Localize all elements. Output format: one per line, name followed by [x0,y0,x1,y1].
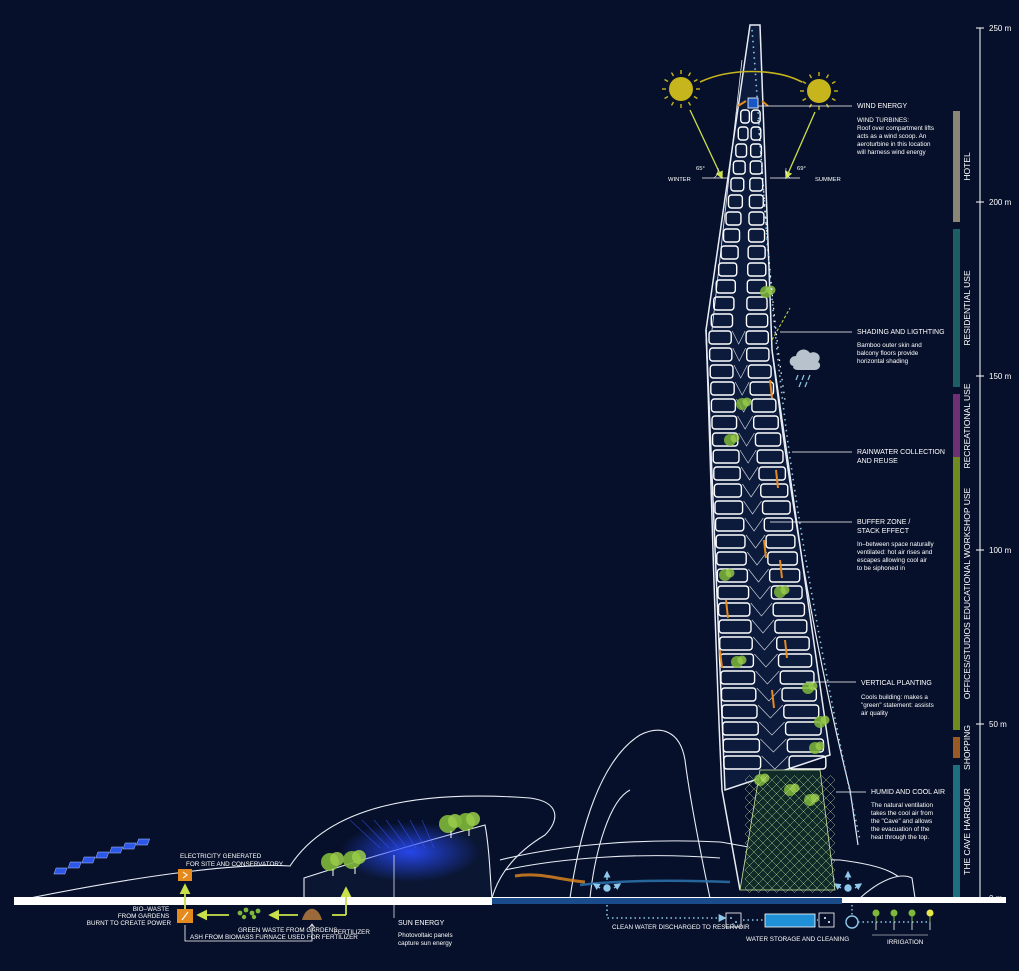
tower-elevation [705,24,859,893]
annotation-vertical-planting: VERTICAL PLANTING Cools building: makes … [861,680,935,717]
shading-title: SHADING AND LIGTHTING [857,329,945,336]
irrigation-label: IRRIGATION [887,939,924,946]
green-waste-label: GREEN WASTE FROM GARDENS [238,927,337,934]
annotation-leaders [758,105,866,793]
filter-icon [725,912,742,928]
clean-water-label: CLEAN WATER DISCHARGED TO RESERVOIR [612,924,750,931]
sun-path-diagram: WINTER 65° SUMMER 69° [662,70,841,183]
biomass-cycle: ELECTRICITY GENERATED FOR SITE AND CONSE… [87,853,370,942]
green-waste-icon [237,907,261,920]
vertical-planting-title: VERTICAL PLANTING [861,680,932,687]
cave-lattice [744,775,836,893]
winter-ray-arrow [689,109,723,180]
zone-band [953,737,960,758]
zone-band [953,457,960,730]
water-storage-label: WATER STORAGE AND CLEANING [746,936,849,943]
zone-band [953,765,960,898]
fertilizer-label: FERTILIZER [334,929,370,936]
vertical-planting-body: Cools building: makes a "green" statemen… [861,694,935,717]
reservoir-channel [492,898,842,904]
tower-planting [719,285,830,806]
annotation-buffer-zone: BUFFER ZONE / STACK EFFECT In–between sp… [857,519,935,572]
humid-air-title: HUMID AND COOL AIR [871,789,945,796]
irrigation-plants [872,909,934,930]
pv-glow [340,822,480,882]
generator-icon [178,869,192,881]
sun-arc [699,70,803,83]
rainwater-title: RAINWATER COLLECTION AND REUSE [857,449,947,465]
scale-tick-label: 50 m [989,720,1007,729]
biowaste-label: BIO–WASTE FROM GARDENS BURNT TO CREATE P… [87,906,172,927]
zone-label: SHOPPING [962,725,972,770]
electricity-label: ELECTRICITY GENERATED FOR SITE AND CONSE… [180,853,284,868]
sun-energy-body: Photovoltaic panels capture sun energy [398,932,454,947]
zone-band [953,229,960,387]
summer-angle-label: 69° [797,166,806,172]
ground-slab [14,897,492,905]
zone-label: OFFICES/STUDIOS EDUCATIONAL WORKSHOP USE [962,487,972,699]
humid-air-body: The natural ventilation takes the cool a… [871,802,935,841]
summer-sun-icon [800,72,838,110]
zone-label: RESIDENTIAL USE [962,270,972,346]
cave-airflow-icon [833,870,863,892]
water-tank-icon [764,913,816,928]
zone-label: RECREATIONAL USE [962,383,972,468]
shading-body: Bamboo outer skin and balcony floors pro… [857,342,924,365]
ground-trees [321,812,480,876]
winter-angle-label: 65° [696,166,705,172]
fan-icon [592,870,622,892]
cleaning-icon [818,912,835,928]
scale-tick-label: 200 m [989,198,1012,207]
wind-energy-body: WIND TURBINES: Roof over compartment lif… [856,117,936,156]
zone-band [953,111,960,222]
winter-sun-icon [662,70,700,108]
sun-energy-title: SUN ENERGY [398,920,445,927]
winter-label: WINTER [668,177,691,183]
zone-bands: HOTEL RESIDENTIAL USE RECREATIONAL USE OFFI… [953,111,972,898]
summer-label: SUMMER [815,177,841,183]
water-cycle: CLEAN WATER DISCHARGED TO RESERVOIR WATE… [606,905,934,946]
buffer-zone-body: In–between space naturally ventilated: h… [857,541,935,572]
scale-tick-label: 100 m [989,546,1012,555]
wind-turbine-icon [747,97,759,109]
pump-icon [845,915,859,929]
annotation-rainwater: RAINWATER COLLECTION AND REUSE [857,449,947,465]
annotation-humid-air: HUMID AND COOL AIR The natural ventilati… [871,789,945,841]
scale-tick-label: 250 m [989,24,1012,33]
zone-label: HOTEL [962,152,972,181]
zone-band [953,394,960,458]
tower-floor-modules [708,109,827,770]
summer-ray-arrow [785,111,816,180]
rain-cloud-icon [789,349,821,388]
rainwater-dotted-line [751,29,861,841]
ash-label: ASH FROM BIOMASS FURNACE USED FOR FERTIL… [190,934,358,941]
scale-tick-label: 150 m [989,372,1012,381]
photovoltaic-panels [53,819,435,875]
fertilizer-pile-icon [302,908,322,920]
annotation-wind-energy: WIND ENERGY WIND TURBINES: Roof over com… [856,103,936,156]
wind-energy-title: WIND ENERGY [857,103,908,110]
zone-label: THE CAVE HARBOUR [962,788,972,875]
buffer-zone-title: BUFFER ZONE / STACK EFFECT [857,519,912,535]
tower-bamboo-skin [719,379,788,709]
annotation-shading: SHADING AND LIGTHTING Bamboo outer skin … [857,329,945,365]
